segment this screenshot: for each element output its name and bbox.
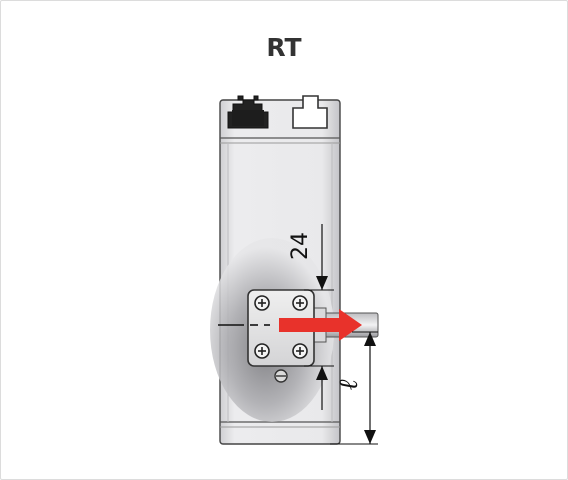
figure-title: RT <box>266 33 302 62</box>
sensor-body <box>210 99 341 445</box>
dimension-length-label: ℓ <box>334 379 364 390</box>
dimension-24-label: 24 <box>288 232 313 260</box>
adjustment-screw-icon <box>274 369 288 383</box>
direction-arrow <box>279 309 362 341</box>
outline-connector-icon <box>292 95 328 129</box>
dimension-24: 24 <box>288 224 334 410</box>
phillips-screw-icon <box>254 295 308 359</box>
dimension-length: ℓ <box>330 331 378 445</box>
dark-connector-icon <box>227 95 269 129</box>
